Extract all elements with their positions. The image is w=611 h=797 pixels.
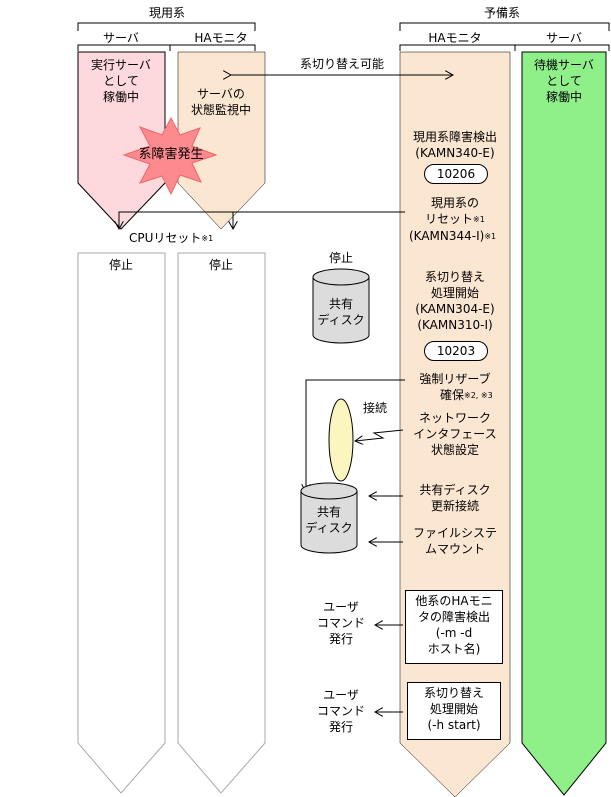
network-2: インタフェース [413, 427, 497, 441]
disk-connected-text-1: 共有 [316, 505, 342, 519]
other-failure-4: ホスト名) [427, 642, 481, 656]
other-failure-box: 他系のHAモニ タの障害検出 (-m -d ホスト名) [405, 590, 503, 664]
reserve-line-1: 強制リザーブ [419, 372, 491, 386]
standby-server-lane [521, 51, 607, 796]
stopped-server-label: 停止 [108, 258, 134, 272]
detect-title: 現用系障害検出 [412, 130, 498, 144]
reset-arrow-server [119, 211, 405, 229]
network-arrow [355, 429, 404, 441]
shared-disk-stopped [312, 268, 370, 344]
connect-label: 接続 [363, 401, 388, 415]
active-server-header: サーバ [103, 31, 139, 45]
standby-ha-header: HAモニタ [428, 31, 482, 45]
connect-ellipse [328, 398, 354, 482]
cpu-reset-label: CPUリセット※1 [129, 231, 214, 245]
switch-cmd-3: (-h start) [427, 718, 481, 732]
switch-start-4: (KAMN310-I) [417, 318, 493, 332]
switch-start-2: 処理開始 [430, 286, 480, 300]
active-server-lane [77, 51, 166, 230]
stopped-ha-lane [177, 252, 266, 794]
active-ha-state-2: 状態監視中 [190, 103, 252, 117]
switch-start-1: 系切り替え [424, 270, 486, 284]
standby-server-state-2: として [546, 74, 582, 88]
user-cmd-2-line-2: コマンド [316, 704, 366, 718]
reset-line-2: リセット※1 [425, 212, 485, 226]
failure-burst [122, 116, 218, 196]
active-ha-state-1: サーバの [197, 87, 245, 101]
other-failure-1: 他系のHAモニ [415, 594, 493, 608]
active-server-state-3: 稼働中 [102, 90, 140, 104]
disk-update-2: 更新接続 [430, 499, 480, 513]
switch-cmd-1: 系切り替え [423, 686, 484, 700]
reset-line-1: 現用系の [430, 196, 480, 210]
other-failure-2: タの障害検出 [417, 610, 490, 624]
standby-server-header: サーバ [546, 31, 582, 45]
user-cmd-2-line-3: 発行 [328, 720, 354, 734]
switch-start-3: (KAMN304-E) [415, 302, 495, 316]
fs-mount-2: ムマウント [424, 542, 486, 556]
network-3: 状態設定 [430, 443, 480, 457]
disk-connected-text-2: ディスク [305, 521, 353, 535]
user-cmd-1-line-2: コマンド [316, 616, 366, 630]
network-1: ネットワーク [418, 411, 492, 425]
stopped-ha-label: 停止 [208, 258, 234, 272]
disk-stopped-text-1: 共有 [328, 297, 354, 311]
switch-cmd-2: 処理開始 [429, 702, 478, 716]
switchable-label: 系切り替え可能 [299, 57, 385, 71]
user-cmd-1-line-3: 発行 [328, 632, 354, 646]
switch-code-badge: 10203 [424, 341, 488, 361]
disk-stopped-label: 停止 [328, 251, 354, 265]
shared-disk-connected [300, 482, 358, 554]
disk-stopped-text-2: ディスク [317, 313, 365, 327]
failure-burst-label: 系障害発生 [138, 147, 204, 162]
active-group-title: 現用系 [148, 6, 186, 20]
user-cmd-2-line-1: ユーザ [323, 688, 359, 702]
reset-line-3: (KAMN344-I)※1 [409, 229, 497, 243]
detect-code-badge: 10206 [424, 164, 488, 184]
active-ha-header: HAモニタ [194, 31, 248, 45]
active-server-state-1: 実行サーバ [91, 58, 151, 72]
other-failure-3: (-m -d [435, 626, 473, 640]
stopped-server-lane [77, 252, 166, 794]
fs-mount-1: ファイルシステ [412, 526, 498, 540]
active-group-bracket [77, 22, 256, 31]
standby-group-title: 予備系 [483, 6, 521, 20]
user-cmd-1-line-1: ユーザ [323, 600, 359, 614]
switch-cmd-box: 系切り替え 処理開始 (-h start) [407, 682, 501, 740]
standby-server-state-1: 待機サーバ [534, 58, 594, 72]
disk-update-1: 共有ディスク [419, 483, 491, 497]
active-server-state-2: として [103, 74, 139, 88]
standby-server-state-3: 稼働中 [545, 90, 583, 104]
detect-msg: (KAMN340-E) [415, 146, 495, 160]
reserve-line-2: 確保※2, ※3 [440, 388, 493, 402]
reserve-arrow [306, 379, 405, 492]
standby-group-bracket [399, 22, 610, 31]
